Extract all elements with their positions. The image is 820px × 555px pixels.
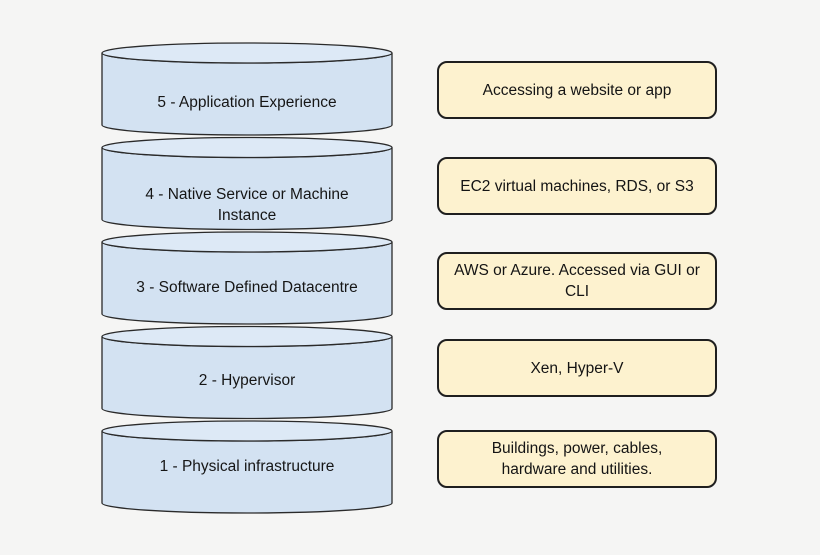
cylinder-layer-label-1: 1 - Physical infrastructure [159, 457, 335, 475]
cylinder-segment-5 [101, 42, 393, 136]
cylinder-layer-label-4: 4 - Native Service or Machine Instance [145, 186, 349, 224]
note-text: Accessing a website or app [482, 81, 672, 99]
note-box-3: AWS or Azure. Accessed via GUI or CLI [437, 252, 717, 310]
note-box-4: EC2 virtual machines, RDS, or S3 [437, 157, 717, 215]
cylinder-layer-label-5: 5 - Application Experience [157, 93, 337, 111]
cylinder-segment-1 [101, 420, 393, 514]
cylinder-lid [101, 42, 393, 64]
cylinder-layer-label-3: 3 - Software Defined Datacentre [136, 278, 358, 296]
note-text: Xen, Hyper-V [530, 359, 624, 377]
cylinder-segment-3 [101, 231, 393, 325]
note-box-5: Accessing a website or app [437, 61, 717, 119]
cylinder-lid [101, 231, 393, 253]
cylinder-segment-2 [101, 325, 393, 420]
cylinder-segment-4 [101, 136, 393, 231]
note-text: Buildings, power, cables, hardware and u… [491, 440, 663, 478]
cylinder-lid [101, 325, 393, 348]
note-box-1: Buildings, power, cables, hardware and u… [437, 430, 717, 488]
note-box-2: Xen, Hyper-V [437, 339, 717, 397]
cylinder-layer-label-2: 2 - Hypervisor [198, 371, 296, 389]
note-text: EC2 virtual machines, RDS, or S3 [460, 177, 694, 195]
cylinder-lid [101, 136, 393, 159]
note-text: AWS or Azure. Accessed via GUI or CLI [454, 262, 700, 300]
cylinder-lid [101, 420, 393, 442]
